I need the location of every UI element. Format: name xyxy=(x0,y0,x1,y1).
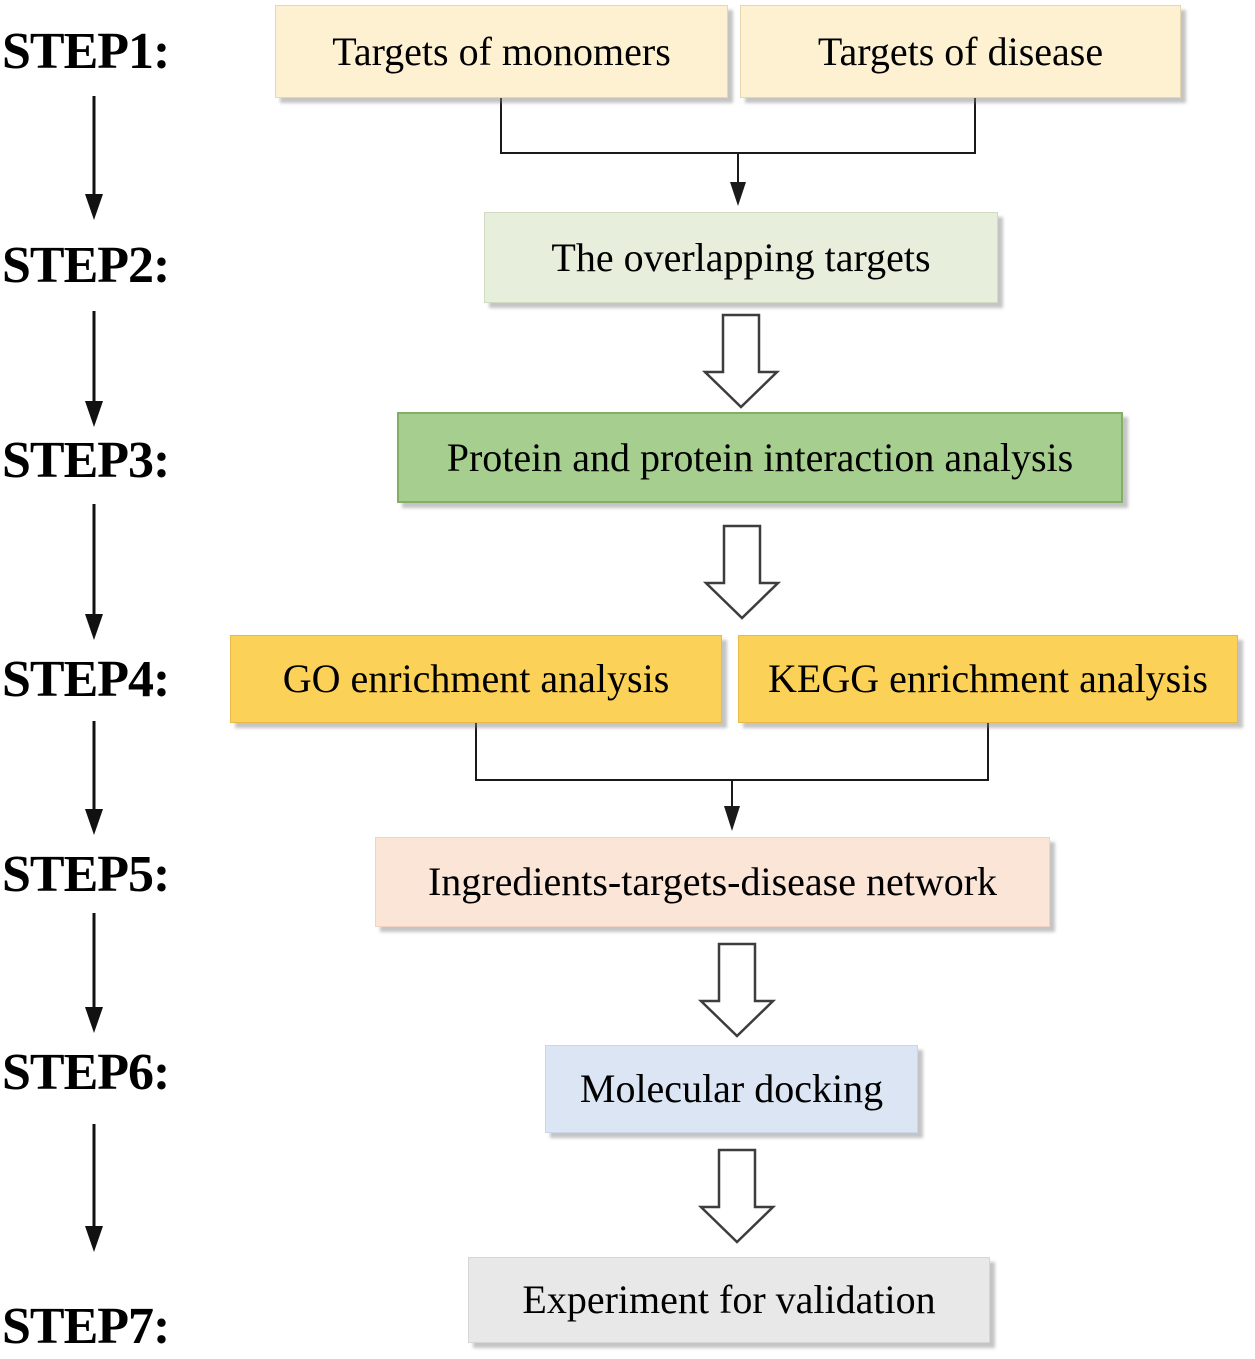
down-arrow-icon xyxy=(85,721,103,835)
block-arrow-icon xyxy=(697,1148,777,1244)
step-label-2: STEP2: xyxy=(2,237,170,294)
merge-connector-step4 xyxy=(475,723,989,831)
box-kegg-enrichment: KEGG enrichment analysis xyxy=(738,635,1238,723)
box-ppi-analysis: Protein and protein interaction analysis xyxy=(397,412,1123,503)
down-arrow-icon xyxy=(85,1124,103,1252)
down-arrow-icon xyxy=(724,780,740,831)
merge-connector-step1 xyxy=(500,98,976,206)
block-arrow-icon xyxy=(701,313,781,409)
step-label-5: STEP5: xyxy=(2,846,170,903)
down-arrow-icon xyxy=(85,504,103,640)
box-overlapping-targets: The overlapping targets xyxy=(484,212,998,303)
box-go-enrichment: GO enrichment analysis xyxy=(230,635,722,723)
down-arrow-icon xyxy=(85,96,103,220)
down-arrow-icon xyxy=(85,913,103,1033)
step-label-4: STEP4: xyxy=(2,651,170,708)
block-arrow-icon xyxy=(697,942,777,1038)
down-arrow-icon xyxy=(730,153,746,206)
box-experiment-for-validation: Experiment for validation xyxy=(468,1257,990,1343)
block-arrow-icon xyxy=(702,524,782,620)
down-arrow-icon xyxy=(85,311,103,427)
step-label-1: STEP1: xyxy=(2,23,170,80)
box-targets-of-monomers: Targets of monomers xyxy=(275,5,728,98)
step-label-7: STEP7: xyxy=(2,1298,170,1355)
box-targets-of-disease: Targets of disease xyxy=(740,5,1181,98)
step-label-3: STEP3: xyxy=(2,432,170,489)
step-label-6: STEP6: xyxy=(2,1044,170,1101)
box-ingredients-targets-disease-network: Ingredients-targets-disease network xyxy=(375,837,1050,927)
box-molecular-docking: Molecular docking xyxy=(545,1045,918,1133)
